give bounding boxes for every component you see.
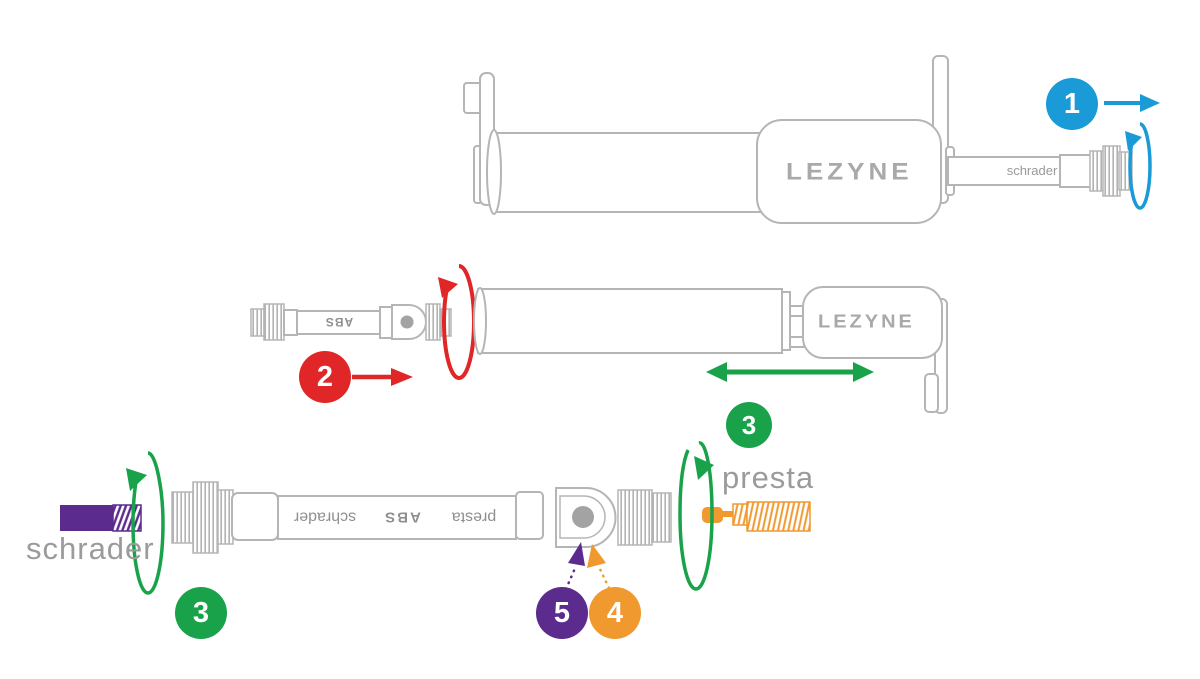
middle-pump-rod-top — [789, 305, 805, 317]
step4-dotted-line — [597, 565, 611, 590]
top-pump-barrel — [491, 132, 768, 213]
schrader-valve-label: schrader — [26, 531, 155, 566]
middle-pump-barrel — [477, 288, 783, 354]
top-pump-knurled-ring — [1102, 145, 1121, 197]
bottom-hose-thread-left — [171, 491, 194, 544]
bottom-hose-head-button — [572, 506, 594, 528]
schrader-valve-body — [60, 505, 113, 531]
middle-pump-bracket-tab — [924, 373, 939, 413]
abs-hose-collar-right — [379, 306, 393, 339]
step45-arrows — [564, 542, 611, 591]
lezyne-logo-top: LEZYNE — [786, 157, 913, 185]
step3-rotation-arrow-presta — [678, 441, 714, 591]
step5-dotted-line — [564, 564, 578, 591]
schrader-valve — [60, 504, 142, 532]
middle-pump — [473, 286, 948, 414]
bottom-hose-knurled-left — [192, 481, 219, 554]
lezyne-logo-middle: LEZYNE — [818, 311, 915, 333]
step3-double-arrow-head-left — [706, 362, 727, 382]
middle-pump-body — [802, 286, 943, 359]
presta-valve-stem — [722, 511, 733, 517]
top-hose-schrader-label: schrader — [1006, 163, 1058, 178]
abs-hose-collar-left — [283, 309, 298, 336]
presta-valve-label: presta — [722, 460, 815, 495]
bottom-hose-schrader-text: schrader — [293, 509, 356, 526]
step2-arrow-head — [391, 368, 413, 386]
bottom-hose-knurled-right — [617, 489, 653, 546]
bottom-hose-collar-left — [231, 492, 279, 541]
bottom-hose-abs-text: ABS — [383, 509, 421, 526]
abs-hose-thread-left — [250, 308, 265, 337]
bottom-hose-presta-text: presta — [452, 509, 497, 526]
step-4-badge: 4 — [589, 587, 641, 639]
step3-double-arrow-head-right — [853, 362, 874, 382]
abs-hose-knurled-left — [263, 303, 285, 341]
bottom-hose-assembly: schrader ABS presta — [171, 481, 672, 554]
middle-pump-barrel-cap — [473, 287, 487, 355]
step1-rotation-arrow — [1128, 122, 1152, 210]
schrader-valve-threads — [112, 504, 142, 532]
step-1-badge: 1 — [1046, 78, 1098, 130]
step3-pump-arrows — [706, 362, 874, 382]
step3-rotation-arrow-schrader — [131, 451, 165, 595]
top-pump-barrel-cap — [486, 129, 502, 215]
presta-valve-thread-body — [746, 501, 811, 532]
step3-rotation-arrow-schrader-head — [126, 468, 147, 491]
step1-arrows — [1104, 94, 1160, 210]
step3-rotation-arrow-presta-head — [694, 456, 714, 480]
step1-arrow-head — [1140, 94, 1160, 112]
bottom-hose-collar-right — [515, 491, 544, 540]
top-pump-thread-1 — [1089, 150, 1105, 192]
step-5-badge: 5 — [536, 587, 588, 639]
step3-rotation-arrows — [126, 441, 714, 595]
bottom-hose-thread-right — [651, 492, 672, 543]
bottom-hose-thread-left2 — [217, 489, 234, 545]
presta-valve — [702, 501, 811, 532]
top-pump — [463, 55, 1133, 224]
abs-adapter-label: ABS — [325, 315, 353, 329]
middle-pump-barrel-end — [781, 291, 791, 351]
abs-hose-knurled-right — [425, 303, 441, 341]
step5-arrow-head — [568, 542, 585, 566]
step-2-badge: 2 — [299, 351, 351, 403]
step-3-badge-presta: 3 — [726, 402, 772, 448]
step1-rotation-arrow-head — [1125, 131, 1142, 151]
middle-pump-rod-bottom — [789, 336, 805, 348]
bottom-hose-head-inner — [559, 495, 606, 539]
top-pump-body — [756, 119, 942, 224]
step2-rotation-arrow-head — [438, 277, 458, 298]
step2-arrows — [352, 264, 477, 386]
abs-hose-head-button — [400, 315, 414, 329]
step4-arrow-head — [587, 544, 606, 568]
abs-adapter-hose: ABS — [250, 303, 452, 341]
presta-valve-thread-small — [732, 503, 748, 526]
top-pump-connector — [1059, 154, 1092, 188]
step-3-badge-schrader: 3 — [175, 587, 227, 639]
step2-rotation-arrow — [441, 264, 477, 381]
